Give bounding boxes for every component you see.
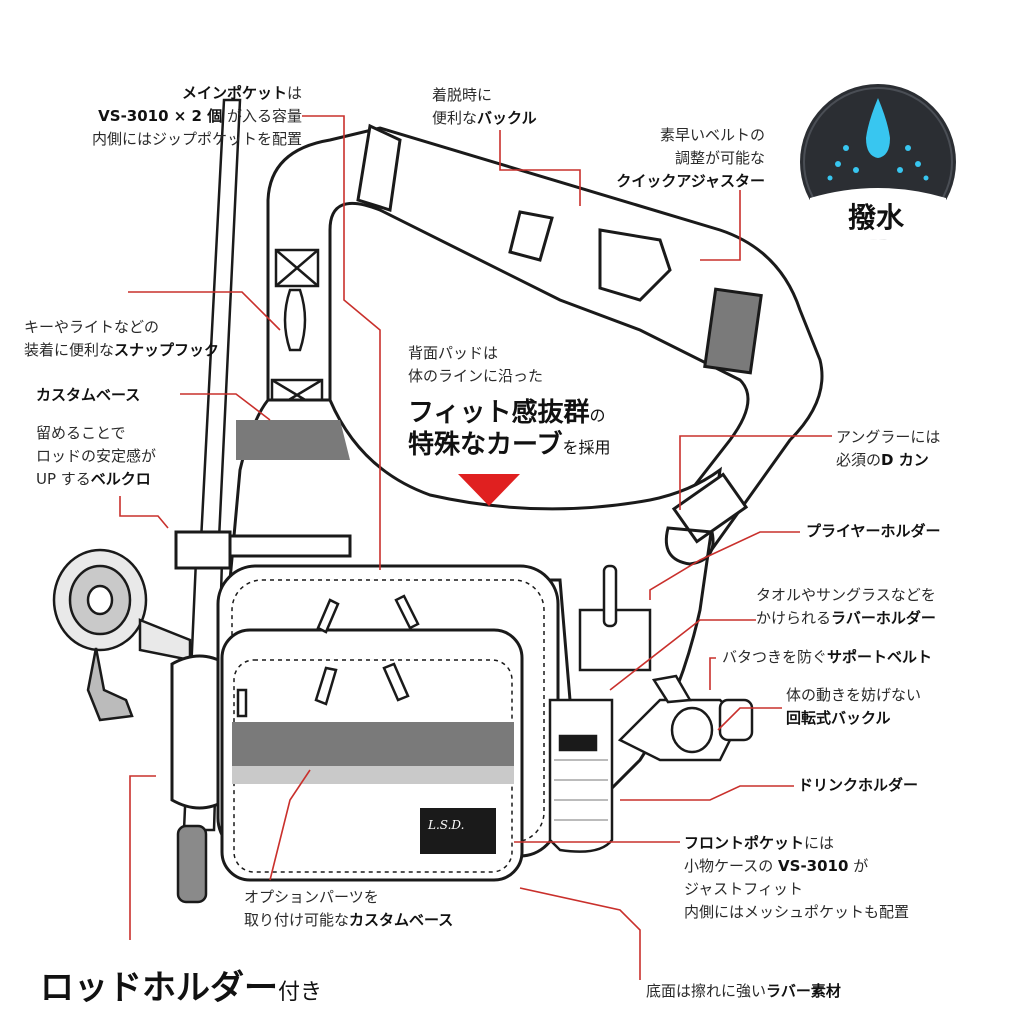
label-custom-base-top: カスタムベース <box>36 386 141 404</box>
down-arrow-icon <box>458 474 520 506</box>
label-back-pad-fit: フィット感抜群の <box>408 398 606 428</box>
water-repellent-badge <box>800 84 956 240</box>
label-plier-holder: プライヤーホルダー <box>806 522 941 540</box>
label-support-belt: バタつきを防ぐサポートベルト <box>722 648 933 666</box>
label-back-pad-curve: 特殊なカーブを採用 <box>408 430 611 460</box>
rod-holder <box>170 530 352 810</box>
label-rubber-holder: タオルやサングラスなどを かけられるラバーホルダー <box>756 586 936 627</box>
label-back-pad: 背面パッドは 体のラインに沿った <box>408 344 544 385</box>
water-drop-icon <box>866 98 890 158</box>
label-buckle: 着脱時に 便利なバックル <box>432 86 537 127</box>
label-velcro: 留めることで ロッドの安定感が UP するベルクロ <box>36 424 157 488</box>
label-rod-holder: ロッドホルダー付き <box>40 968 323 1008</box>
label-quick-adjuster: 素早いベルトの 調整が可能な クイックアジャスター <box>616 126 765 190</box>
swivel-buckle <box>617 674 754 762</box>
reel <box>52 548 192 722</box>
label-bottom-material: 底面は擦れに強いラバー素材 <box>646 982 841 1000</box>
plier-holder <box>578 564 652 672</box>
snap-hook <box>270 248 324 412</box>
label-d-ring: アングラーには 必須のD カン <box>836 428 941 469</box>
drink-holder <box>548 698 614 853</box>
d-ring <box>664 472 749 566</box>
zipper-pulls <box>236 594 420 718</box>
label-swivel-buckle: 体の動きを妨げない 回転式バックル <box>786 686 922 727</box>
leader-lines <box>119 115 832 980</box>
water-repellent-label: 撥水 <box>848 201 905 234</box>
product-logo: L.S.D. <box>428 818 465 832</box>
label-option-parts: オプションパーツを 取り付け可能なカスタムベース <box>244 888 454 929</box>
label-drink-holder: ドリンクホルダー <box>798 776 919 794</box>
front-pocket <box>220 628 524 882</box>
label-main-pocket: メインポケットは VS-3010 × 2 個 が入る容量 内側にはジップポケット… <box>91 84 302 148</box>
label-front-pocket: フロントポケットには 小物ケースの VS-3010 が ジャストフィット 内側に… <box>684 834 910 921</box>
label-snap-hook: キーやライトなどの 装着に便利なスナップフック <box>24 318 220 359</box>
